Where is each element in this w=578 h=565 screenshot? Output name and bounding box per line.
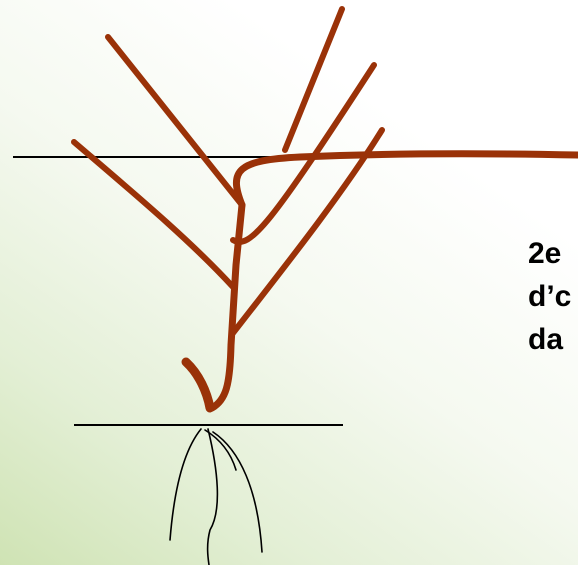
root-middle-branch <box>212 431 263 553</box>
root-left <box>169 428 202 541</box>
trunk-stub <box>181 357 215 413</box>
root-middle <box>206 428 219 565</box>
horizontal-cane <box>232 150 578 209</box>
shoot-right-lower <box>230 127 385 336</box>
caption-line-2: d’c <box>528 280 572 313</box>
vine-trunk <box>208 201 246 412</box>
pruning-caption: 2e d’c da <box>528 232 578 361</box>
root-right <box>204 429 237 471</box>
shoot-upper-left <box>105 34 245 208</box>
shoot-right-curved <box>230 62 377 245</box>
caption-line-3: da <box>528 323 564 356</box>
shoot-lower-left <box>71 139 236 290</box>
shoot-top-arrow <box>282 6 345 153</box>
caption-line-1: 2e <box>528 237 562 270</box>
